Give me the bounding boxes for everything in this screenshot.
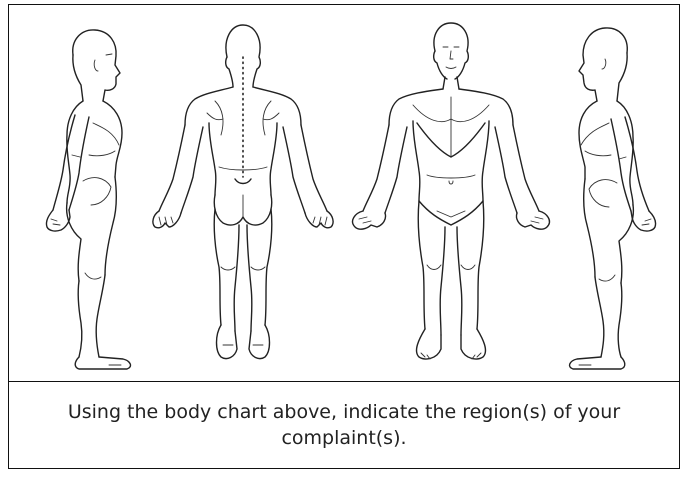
body-front-icon[interactable] (353, 23, 550, 359)
instruction-text: Using the body chart above, indicate the… (39, 399, 649, 451)
body-chart[interactable] (9, 5, 679, 382)
body-back-icon[interactable] (153, 25, 333, 359)
body-chart-svg (9, 5, 678, 380)
body-side-right-icon[interactable] (570, 28, 656, 369)
body-side-left-icon[interactable] (46, 30, 130, 369)
instruction-caption: Using the body chart above, indicate the… (9, 382, 679, 468)
body-chart-frame: Using the body chart above, indicate the… (8, 4, 680, 469)
